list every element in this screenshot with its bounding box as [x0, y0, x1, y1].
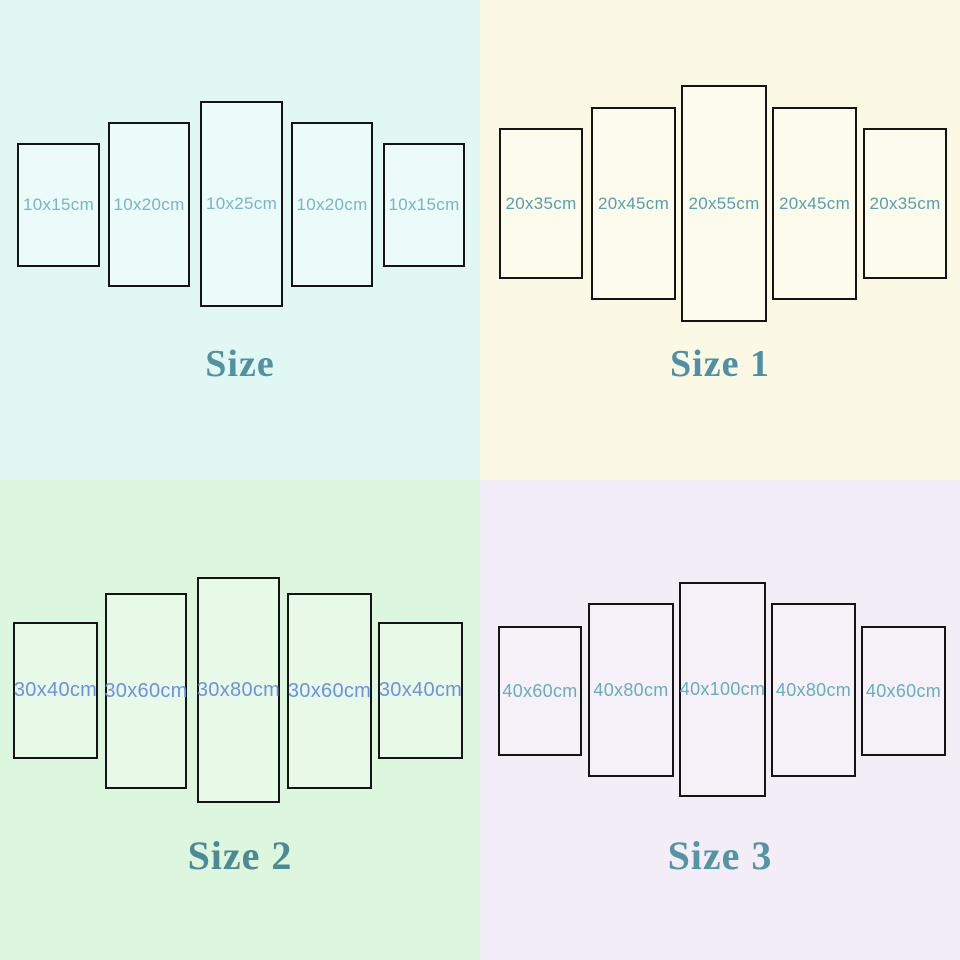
panel-size-label: 30x80cm: [196, 678, 281, 701]
panel-size-label: 10x15cm: [22, 195, 95, 214]
size-group-title: Size 2: [187, 833, 293, 878]
panel-size-label: 40x60cm: [865, 680, 942, 701]
size-group-title: Size: [205, 343, 275, 385]
canvas-panel: 20x45cm: [772, 107, 857, 300]
panel-size-label: 30x40cm: [378, 679, 463, 701]
canvas-panel: 30x40cm: [13, 622, 98, 759]
panel-size-label: 10x20cm: [113, 194, 185, 214]
panel-size-label: 40x60cm: [502, 680, 578, 701]
panel-size-label: 30x40cm: [13, 679, 98, 701]
canvas-panel: 10x15cm: [17, 143, 100, 267]
canvas-panel: 30x60cm: [104, 593, 188, 789]
panel-size-label: 20x35cm: [505, 193, 577, 213]
panel-size-label: 20x45cm: [778, 193, 851, 213]
size-group-size-1: 20x35cm 20x45cm 20x55cm 20x45cm 20x35cm …: [480, 0, 960, 480]
size-group-title: Size 1: [670, 343, 770, 385]
canvas-panel: 20x55cm: [681, 85, 767, 322]
canvas-panel: 20x35cm: [863, 128, 947, 279]
canvas-panel: 40x60cm: [498, 626, 582, 756]
panel-size-label: 30x60cm: [104, 679, 188, 702]
size-group-size: 10x15cm 10x20cm 10x25cm 10x20cm 10x15cm …: [0, 0, 480, 480]
panel-size-label: 20x45cm: [597, 193, 670, 213]
canvas-panel: 40x60cm: [861, 626, 946, 756]
canvas-panel: 40x80cm: [771, 603, 856, 777]
panel-size-label: 40x80cm: [593, 679, 669, 700]
panel-size-label: 10x25cm: [205, 194, 278, 213]
canvas-panel: 20x45cm: [591, 107, 676, 300]
panel-size-label: 10x20cm: [296, 194, 368, 214]
canvas-panel: 20x35cm: [499, 128, 583, 279]
size-group-size-2: 30x40cm 30x60cm 30x80cm 30x60cm 30x40cm …: [0, 480, 480, 960]
canvas-panel: 10x20cm: [108, 122, 190, 287]
canvas-panel: 40x80cm: [588, 603, 674, 777]
panel-size-label: 40x80cm: [775, 679, 852, 700]
canvas-panel: 30x80cm: [197, 577, 280, 803]
panel-size-label: 10x15cm: [388, 195, 460, 214]
size-group-title: Size 3: [667, 833, 773, 878]
size-group-size-3: 40x60cm 40x80cm 40x100cm 40x80cm 40x60cm…: [480, 480, 960, 960]
panel-size-label: 40x100cm: [679, 679, 766, 699]
canvas-panel: 10x25cm: [200, 101, 283, 307]
panel-size-label: 20x55cm: [688, 193, 760, 213]
canvas-panel: 10x20cm: [291, 122, 373, 287]
canvas-panel: 30x40cm: [378, 622, 463, 759]
canvas-panel: 30x60cm: [287, 593, 372, 789]
canvas-panel: 10x15cm: [383, 143, 465, 267]
panel-size-label: 30x60cm: [287, 679, 372, 702]
canvas-panel: 40x100cm: [679, 582, 766, 797]
panel-size-label: 20x35cm: [869, 193, 941, 213]
